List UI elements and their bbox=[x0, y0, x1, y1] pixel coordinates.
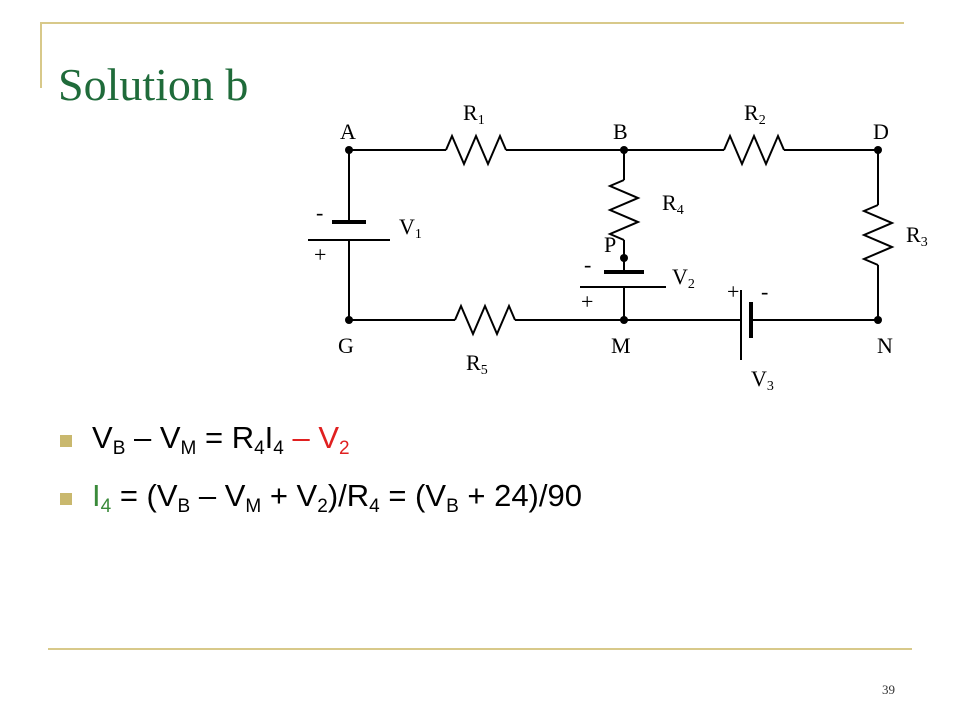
v3-plus-sign: + bbox=[727, 279, 739, 304]
bullet-square-icon bbox=[60, 435, 72, 447]
frame-bottom-rule bbox=[48, 648, 912, 650]
frame-top-rule bbox=[40, 22, 904, 24]
page-number: 39 bbox=[882, 682, 895, 697]
node-label-a: A bbox=[340, 119, 356, 144]
equation-2-part-1: = (VB bbox=[111, 478, 191, 517]
equation-2-part-6: + 24)/90 bbox=[458, 478, 582, 513]
v3-minus-sign: - bbox=[761, 279, 768, 304]
equation-2-part-5: = (VB bbox=[379, 478, 459, 517]
node-label-m: M bbox=[611, 333, 631, 358]
equation-2: I4 = (VB – VM + V2)/R4 = (VB + 24)/90 bbox=[60, 476, 582, 534]
resistor-r5 bbox=[454, 303, 516, 337]
equation-1-part-2: = R4 bbox=[196, 420, 265, 459]
slide-title: Solution b bbox=[58, 59, 249, 110]
resistor-r2 bbox=[723, 133, 785, 167]
node-label-p: P bbox=[604, 232, 616, 257]
equation-2-part-4: )/R4 bbox=[327, 478, 380, 517]
node-label-d: D bbox=[873, 119, 889, 144]
equation-2-part-2: – VM bbox=[190, 478, 262, 517]
resistor-r3 bbox=[861, 204, 895, 266]
v2-plus-sign: + bbox=[581, 289, 593, 314]
bullet-square-icon bbox=[60, 493, 72, 505]
node-label-b: B bbox=[613, 119, 628, 144]
circuit-wires bbox=[348, 133, 895, 337]
v1-plus-sign: + bbox=[314, 242, 326, 267]
label-r1: R1 bbox=[463, 100, 485, 128]
v1-minus-sign: - bbox=[316, 200, 323, 225]
equation-1-part-1: – VM bbox=[125, 420, 197, 459]
resistor-r1 bbox=[445, 133, 507, 167]
battery-plates bbox=[308, 220, 753, 360]
equation-2-part-3: + V2 bbox=[261, 478, 328, 517]
equation-1-part-3: I4 bbox=[264, 420, 284, 459]
node-dots bbox=[345, 146, 882, 324]
label-r2: R2 bbox=[744, 100, 766, 128]
label-r4: R4 bbox=[662, 190, 684, 218]
equation-1: VB – VM = R4I4 – V2 bbox=[60, 418, 582, 476]
node-label-n: N bbox=[877, 333, 893, 358]
equation-1-part-4: – V2 bbox=[283, 420, 350, 459]
equation-list: VB – VM = R4I4 – V2 I4 = (VB – VM + V2)/… bbox=[60, 418, 582, 534]
equation-2-part-0: I4 bbox=[92, 478, 112, 517]
frame-left-rule bbox=[40, 22, 42, 88]
node-label-g: G bbox=[338, 333, 354, 358]
resistor-r4 bbox=[607, 179, 641, 241]
label-v1: V1 bbox=[399, 214, 422, 242]
label-v3: V3 bbox=[751, 366, 774, 394]
equation-1-part-0: VB bbox=[92, 420, 126, 459]
label-r5: R5 bbox=[466, 350, 488, 378]
v2-minus-sign: - bbox=[584, 252, 591, 277]
label-v2: V2 bbox=[672, 264, 695, 292]
label-r3: R3 bbox=[906, 222, 928, 250]
